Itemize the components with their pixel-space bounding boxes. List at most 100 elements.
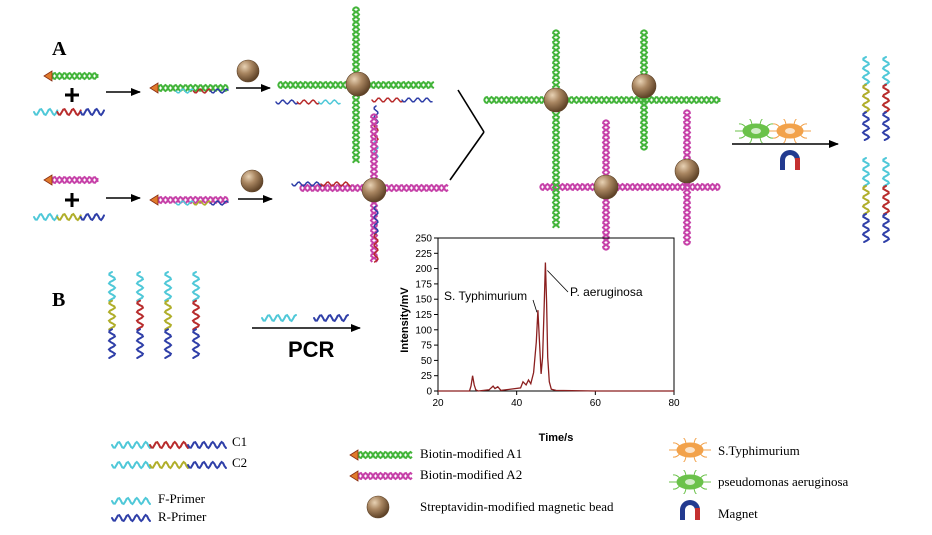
panel-label-a: A [52, 38, 67, 60]
pcr-f-primer [261, 313, 297, 323]
bacterium-s-typhimurium-flagellum [783, 118, 787, 125]
legend-a1-label: Biotin-modified A1 [420, 446, 522, 461]
legend-p-aeruginosa-icon-nucleus [685, 479, 695, 485]
legend-p-aeruginosa-icon-flagellum [683, 469, 687, 476]
bacterium-s-typhimurium-nucleus [785, 128, 795, 134]
bacterium-p-aeruginosa [735, 118, 777, 144]
biotin-marker [149, 194, 159, 206]
peak-label-s-typhimurium: S. Typhimurium [444, 289, 527, 303]
target-c2-input [33, 212, 105, 222]
merge-line-bottom [449, 131, 485, 181]
legend-s-typhimurium-icon-flagellum [700, 442, 708, 447]
legend-a2-strand [357, 471, 413, 481]
bead-complex-a2-arm-left-strand-a [299, 183, 375, 193]
x-tick-label: 80 [668, 398, 680, 409]
aptamer-a2-input-strand-b [51, 175, 99, 185]
target-c1-input [33, 107, 105, 117]
legend-s-typhimurium-icon [669, 437, 711, 463]
biotin-marker [43, 174, 53, 186]
y-tick-label: 175 [415, 279, 432, 290]
released-c1-strand-segment [881, 157, 891, 187]
bacterium-p-aeruginosa-flagellum [749, 118, 753, 125]
pcr-template-c1-segment [191, 299, 201, 331]
pcr-template-c1 [191, 271, 201, 359]
legend-c2-strand-segment [111, 460, 151, 470]
legend-p-aeruginosa-icon-flagellum [683, 488, 687, 495]
legend-a2-label: Biotin-modified A2 [420, 467, 522, 482]
pcr-template-c1-segment [135, 328, 145, 359]
plus-sign-bar-v [70, 193, 74, 207]
magnet-icon-pole-red [795, 158, 800, 170]
biotin-marker [149, 82, 159, 94]
target-c2-input-segment [79, 212, 105, 222]
plus-sign-bar-v [70, 88, 74, 102]
legend-s-typhimurium-icon-flagellum [683, 437, 687, 444]
magnetic-bead [345, 71, 371, 97]
legend-p-aeruginosa-icon-flagellum [700, 474, 708, 479]
target-strand [371, 97, 433, 103]
target-c1-bound-segment [175, 88, 195, 94]
bacterium-s-typhimurium-flagellum [783, 137, 787, 144]
legend-c1-strand [111, 440, 227, 450]
legend-s-typhimurium-icon-flagellum [672, 442, 680, 447]
target-c2-bound-segment [192, 200, 212, 206]
plus-sign [65, 193, 79, 207]
legend-c2-strand-segment [149, 460, 189, 470]
chart-y-axis-title: Intensity/mV [399, 287, 411, 353]
legend-c2-strand-segment [187, 460, 227, 470]
bacterium-s-typhimurium [769, 118, 811, 144]
peak-leader-p-aeruginosa [547, 270, 569, 293]
bead-complex-a2-arm-top [369, 113, 379, 189]
legend-p-aeruginosa-label: pseudomonas aeruginosa [718, 474, 849, 489]
chromatogram-chart: Intensity/mV Time/s S. Typhimurium P. ae… [399, 234, 680, 445]
bacterium-p-aeruginosa-flagellum [766, 134, 774, 139]
target-strand [291, 181, 351, 187]
target-c1-input-segment [33, 107, 59, 117]
target-strand-segment [291, 181, 322, 187]
legend-f-primer-label: F-Primer [158, 491, 206, 506]
pcr-template-c2 [107, 271, 117, 359]
legend-p-aeruginosa-icon-flagellum [672, 485, 680, 490]
legend-p-aeruginosa-icon-flagellum [693, 469, 697, 476]
legend-magnet-icon-pole-red [695, 508, 700, 520]
pcr-template-c1-segment [135, 299, 145, 331]
magnetic-bead [674, 158, 700, 184]
legend-bead-label: Streptavidin-modified magnetic bead [420, 499, 614, 514]
plus-sign [65, 88, 79, 102]
target-c1-input-segment [56, 107, 82, 117]
legend-s-typhimurium-icon-flagellum [672, 453, 680, 458]
legend-biotin-a1 [349, 449, 359, 461]
bead-complex-a2 [299, 113, 449, 263]
released-c2-strand-segment [861, 213, 871, 243]
x-tick-label: 40 [511, 398, 523, 409]
bacterium-s-typhimurium-flagellum [793, 137, 797, 144]
y-tick-label: 75 [421, 341, 433, 352]
network-strand-v1 [551, 29, 561, 229]
legend-r-primer-strand [111, 513, 151, 523]
legend-f-primer-strand [111, 496, 151, 506]
pcr-template-c2-segment [163, 328, 173, 359]
pcr-template-c1-segment [135, 271, 145, 302]
target-strand-segment [373, 233, 379, 263]
bacterium-s-typhimurium-flagellum [793, 118, 797, 125]
released-c1-strand [881, 56, 891, 141]
legend-a1-strand [357, 450, 413, 460]
target-strand-segment [296, 99, 320, 105]
released-c2-strand-segment [861, 83, 871, 114]
bacterium-s-typhimurium-flagellum [800, 123, 808, 128]
biotin-marker [43, 70, 53, 82]
target-strand-segment [317, 99, 341, 105]
y-tick-label: 50 [421, 356, 433, 367]
magnetic-bead [240, 169, 264, 193]
y-tick-label: 0 [426, 387, 432, 398]
bead-complex-a2-arm-right-strand-a [373, 183, 449, 193]
aptamer-a1-input [51, 71, 99, 81]
released-c2-strand-segment [861, 157, 871, 187]
magnetic-bead [361, 177, 387, 203]
chart-plot-frame [437, 237, 675, 392]
legend-s-typhimurium-icon-nucleus [685, 447, 695, 453]
bacterium-s-typhimurium-flagellum [772, 134, 780, 139]
released-c2-strand [861, 157, 871, 243]
released-c1-strand-segment [881, 213, 891, 243]
legend-p-aeruginosa-icon-flagellum [693, 488, 697, 495]
